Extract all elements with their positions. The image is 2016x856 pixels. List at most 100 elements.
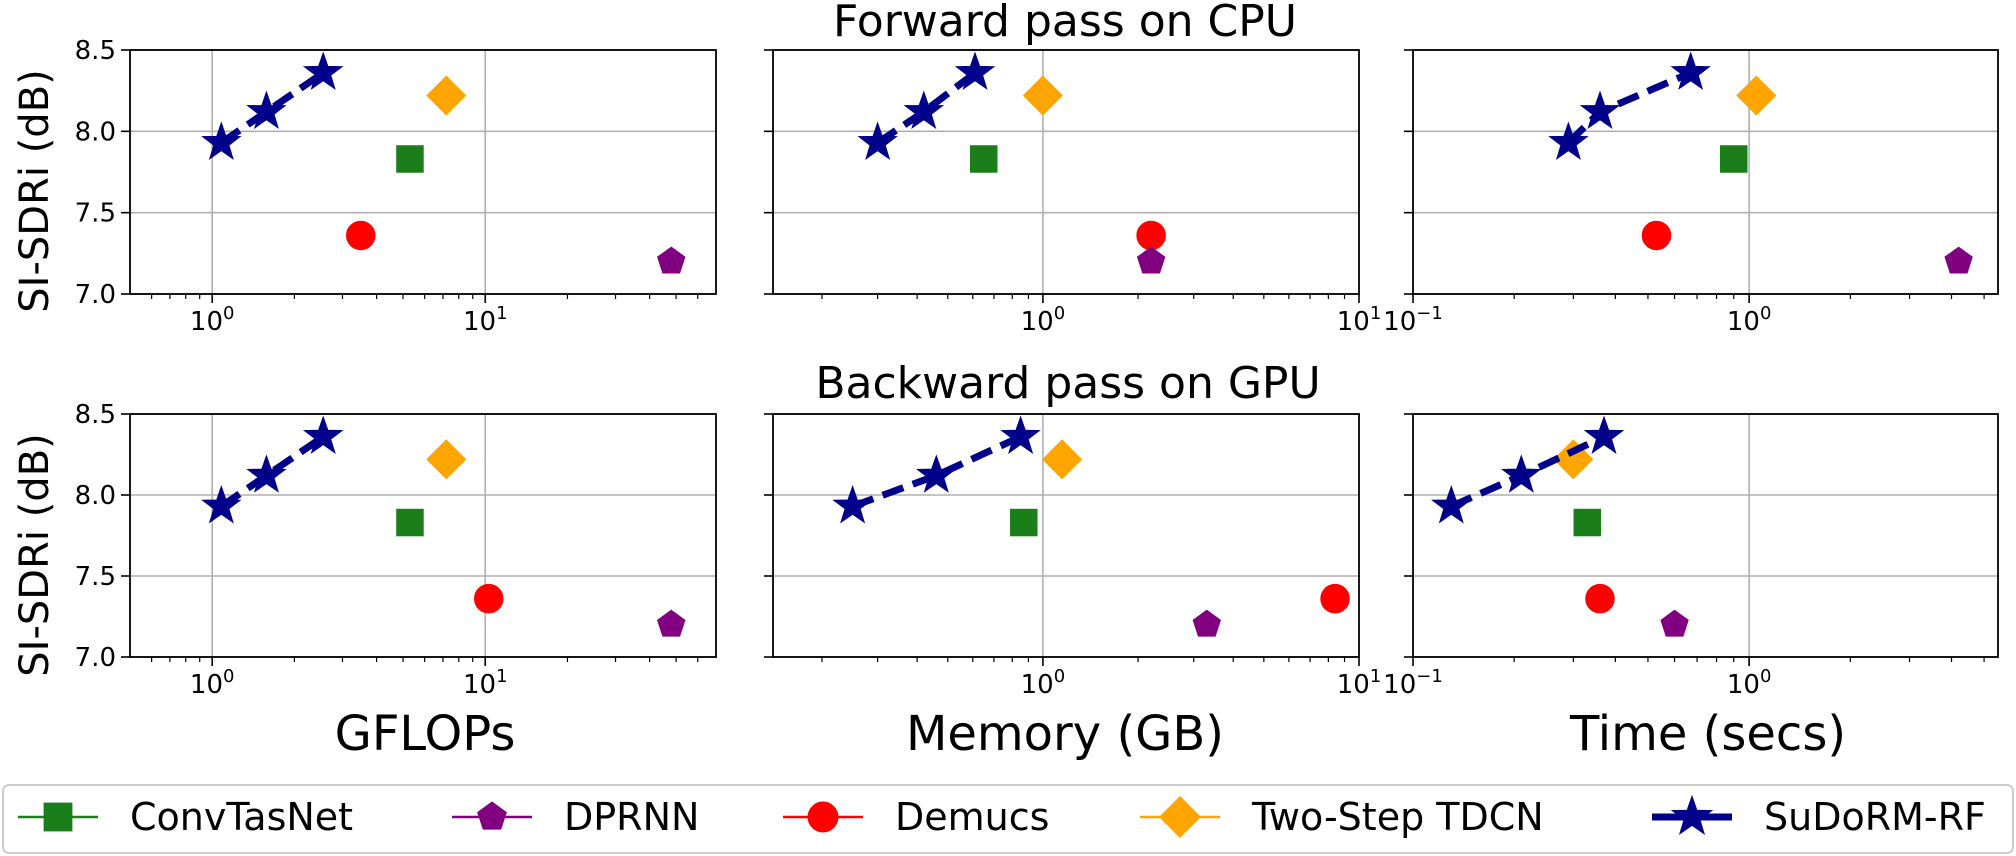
y-tick-label: 7.0 (75, 643, 116, 673)
x-tick-label: 100 (1727, 303, 1772, 337)
axes-frame (772, 413, 1360, 658)
panel-top-right: 10−1 100 (1383, 49, 1999, 337)
x-tick-label: 100 (1021, 666, 1066, 700)
panel-bottom-right: 10−1 100 (1383, 413, 1999, 700)
point-two-step-tdcn (426, 75, 467, 116)
point-convtasnet (1720, 145, 1748, 173)
axes-frame (129, 49, 717, 295)
y-tick-label: 8.5 (75, 400, 116, 430)
point-demucs (346, 220, 376, 251)
point-dprnn (1136, 246, 1166, 274)
legend-item-sudorm-rf: SuDoRM-RF (1652, 794, 1986, 839)
point-sudorm-rf (1431, 485, 1472, 524)
point-demucs (1320, 583, 1350, 614)
point-demucs (1136, 220, 1166, 251)
y-tick-label: 7.0 (75, 280, 116, 310)
x-tick-label: 10−1 (1383, 303, 1443, 337)
legend-marker (807, 801, 839, 833)
panel-top-left: 7.0 7.5 8.0 8.5 100 101 (75, 36, 717, 337)
point-demucs (1585, 583, 1615, 614)
point-convtasnet (396, 508, 424, 537)
legend-marker (1158, 795, 1202, 839)
point-sudorm-rf (201, 121, 242, 160)
xlabel-memory: Memory (GB) (906, 706, 1224, 762)
legend-label: Demucs (895, 795, 1049, 839)
x-tick-label: 100 (1021, 303, 1066, 337)
point-dprnn (657, 609, 686, 637)
x-tick-label: 101 (463, 666, 508, 700)
x-tick-label: 101 (463, 303, 508, 337)
axes-frame (1412, 413, 1999, 658)
legend-item-dprnn: DPRNN (452, 795, 699, 839)
axes-frame (772, 49, 1360, 295)
point-convtasnet (1573, 508, 1602, 537)
top-ylabel: SI-SDRi (dB) (12, 69, 58, 312)
x-tick-label: 100 (1727, 666, 1772, 700)
x-tick-label: 10−1 (1383, 666, 1443, 700)
point-sudorm-rf (1583, 415, 1625, 454)
series-line-sudorm-rf (219, 433, 326, 510)
point-convtasnet (396, 145, 424, 173)
point-sudorm-rf (916, 454, 957, 493)
panel-bottom-middle: 100 101 (764, 413, 1382, 700)
point-convtasnet (1010, 508, 1038, 537)
data-layer (201, 415, 686, 637)
point-demucs (474, 583, 504, 614)
legend-marker (477, 801, 507, 830)
point-sudorm-rf (302, 415, 344, 454)
point-sudorm-rf (832, 485, 873, 524)
legend-label: ConvTasNet (130, 795, 353, 839)
bottom-ylabel: SI-SDRi (dB) (12, 433, 58, 676)
legend-item-demucs: Demucs (783, 795, 1049, 839)
y-tick-label: 8.0 (75, 481, 116, 511)
point-sudorm-rf (1670, 51, 1711, 90)
axes-frame (129, 413, 717, 658)
axes-frame (1412, 49, 1999, 295)
legend-label: Two-Step TDCN (1251, 795, 1544, 839)
point-sudorm-rf (903, 90, 945, 130)
series-line-sudorm-rf (875, 70, 978, 146)
point-two-step-tdcn (1022, 75, 1063, 116)
legend: ConvTasNet DPRNN Demucs Two-Step TDCN SuDoRM… (2, 784, 2014, 854)
y-tick-label: 8.5 (75, 36, 116, 66)
top-row-title: Forward pass on CPU (833, 0, 1297, 47)
panel-bottom-left: 7.0 7.5 8.0 8.5 100 101 (75, 400, 717, 700)
legend-marker (1670, 794, 1714, 835)
legend-label: SuDoRM-RF (1764, 795, 1986, 839)
data-layer (857, 51, 1166, 274)
point-sudorm-rf (1548, 121, 1589, 160)
point-two-step-tdcn (426, 439, 467, 480)
data-layer (1431, 415, 1689, 637)
point-dprnn (1944, 246, 1973, 274)
point-two-step-tdcn (1736, 75, 1777, 116)
xlabel-gflops: GFLOPs (335, 706, 516, 762)
point-sudorm-rf (201, 485, 242, 524)
legend-label: DPRNN (564, 795, 699, 839)
point-two-step-tdcn (1042, 439, 1083, 480)
point-sudorm-rf (954, 51, 996, 90)
data-layer (201, 51, 686, 274)
point-sudorm-rf (1501, 454, 1542, 493)
x-tick-label: 101 (1337, 666, 1382, 700)
y-tick-label: 8.0 (75, 117, 116, 147)
y-tick-label: 7.5 (75, 562, 116, 592)
point-convtasnet (970, 145, 998, 173)
point-dprnn (1660, 609, 1689, 637)
bottom-row-title: Backward pass on GPU (815, 358, 1320, 409)
point-demucs (1641, 220, 1672, 251)
x-tick-label: 100 (190, 303, 235, 337)
point-sudorm-rf (246, 90, 287, 130)
x-tick-label: 100 (190, 666, 235, 700)
point-dprnn (657, 246, 686, 274)
data-layer (832, 415, 1350, 637)
point-sudorm-rf (246, 454, 287, 493)
legend-item-two-step-tdcn: Two-Step TDCN (1140, 795, 1544, 839)
y-tick-label: 7.5 (75, 199, 116, 229)
point-sudorm-rf (1579, 90, 1621, 130)
point-sudorm-rf (1000, 415, 1041, 454)
legend-marker (43, 802, 73, 832)
point-sudorm-rf (857, 121, 898, 160)
